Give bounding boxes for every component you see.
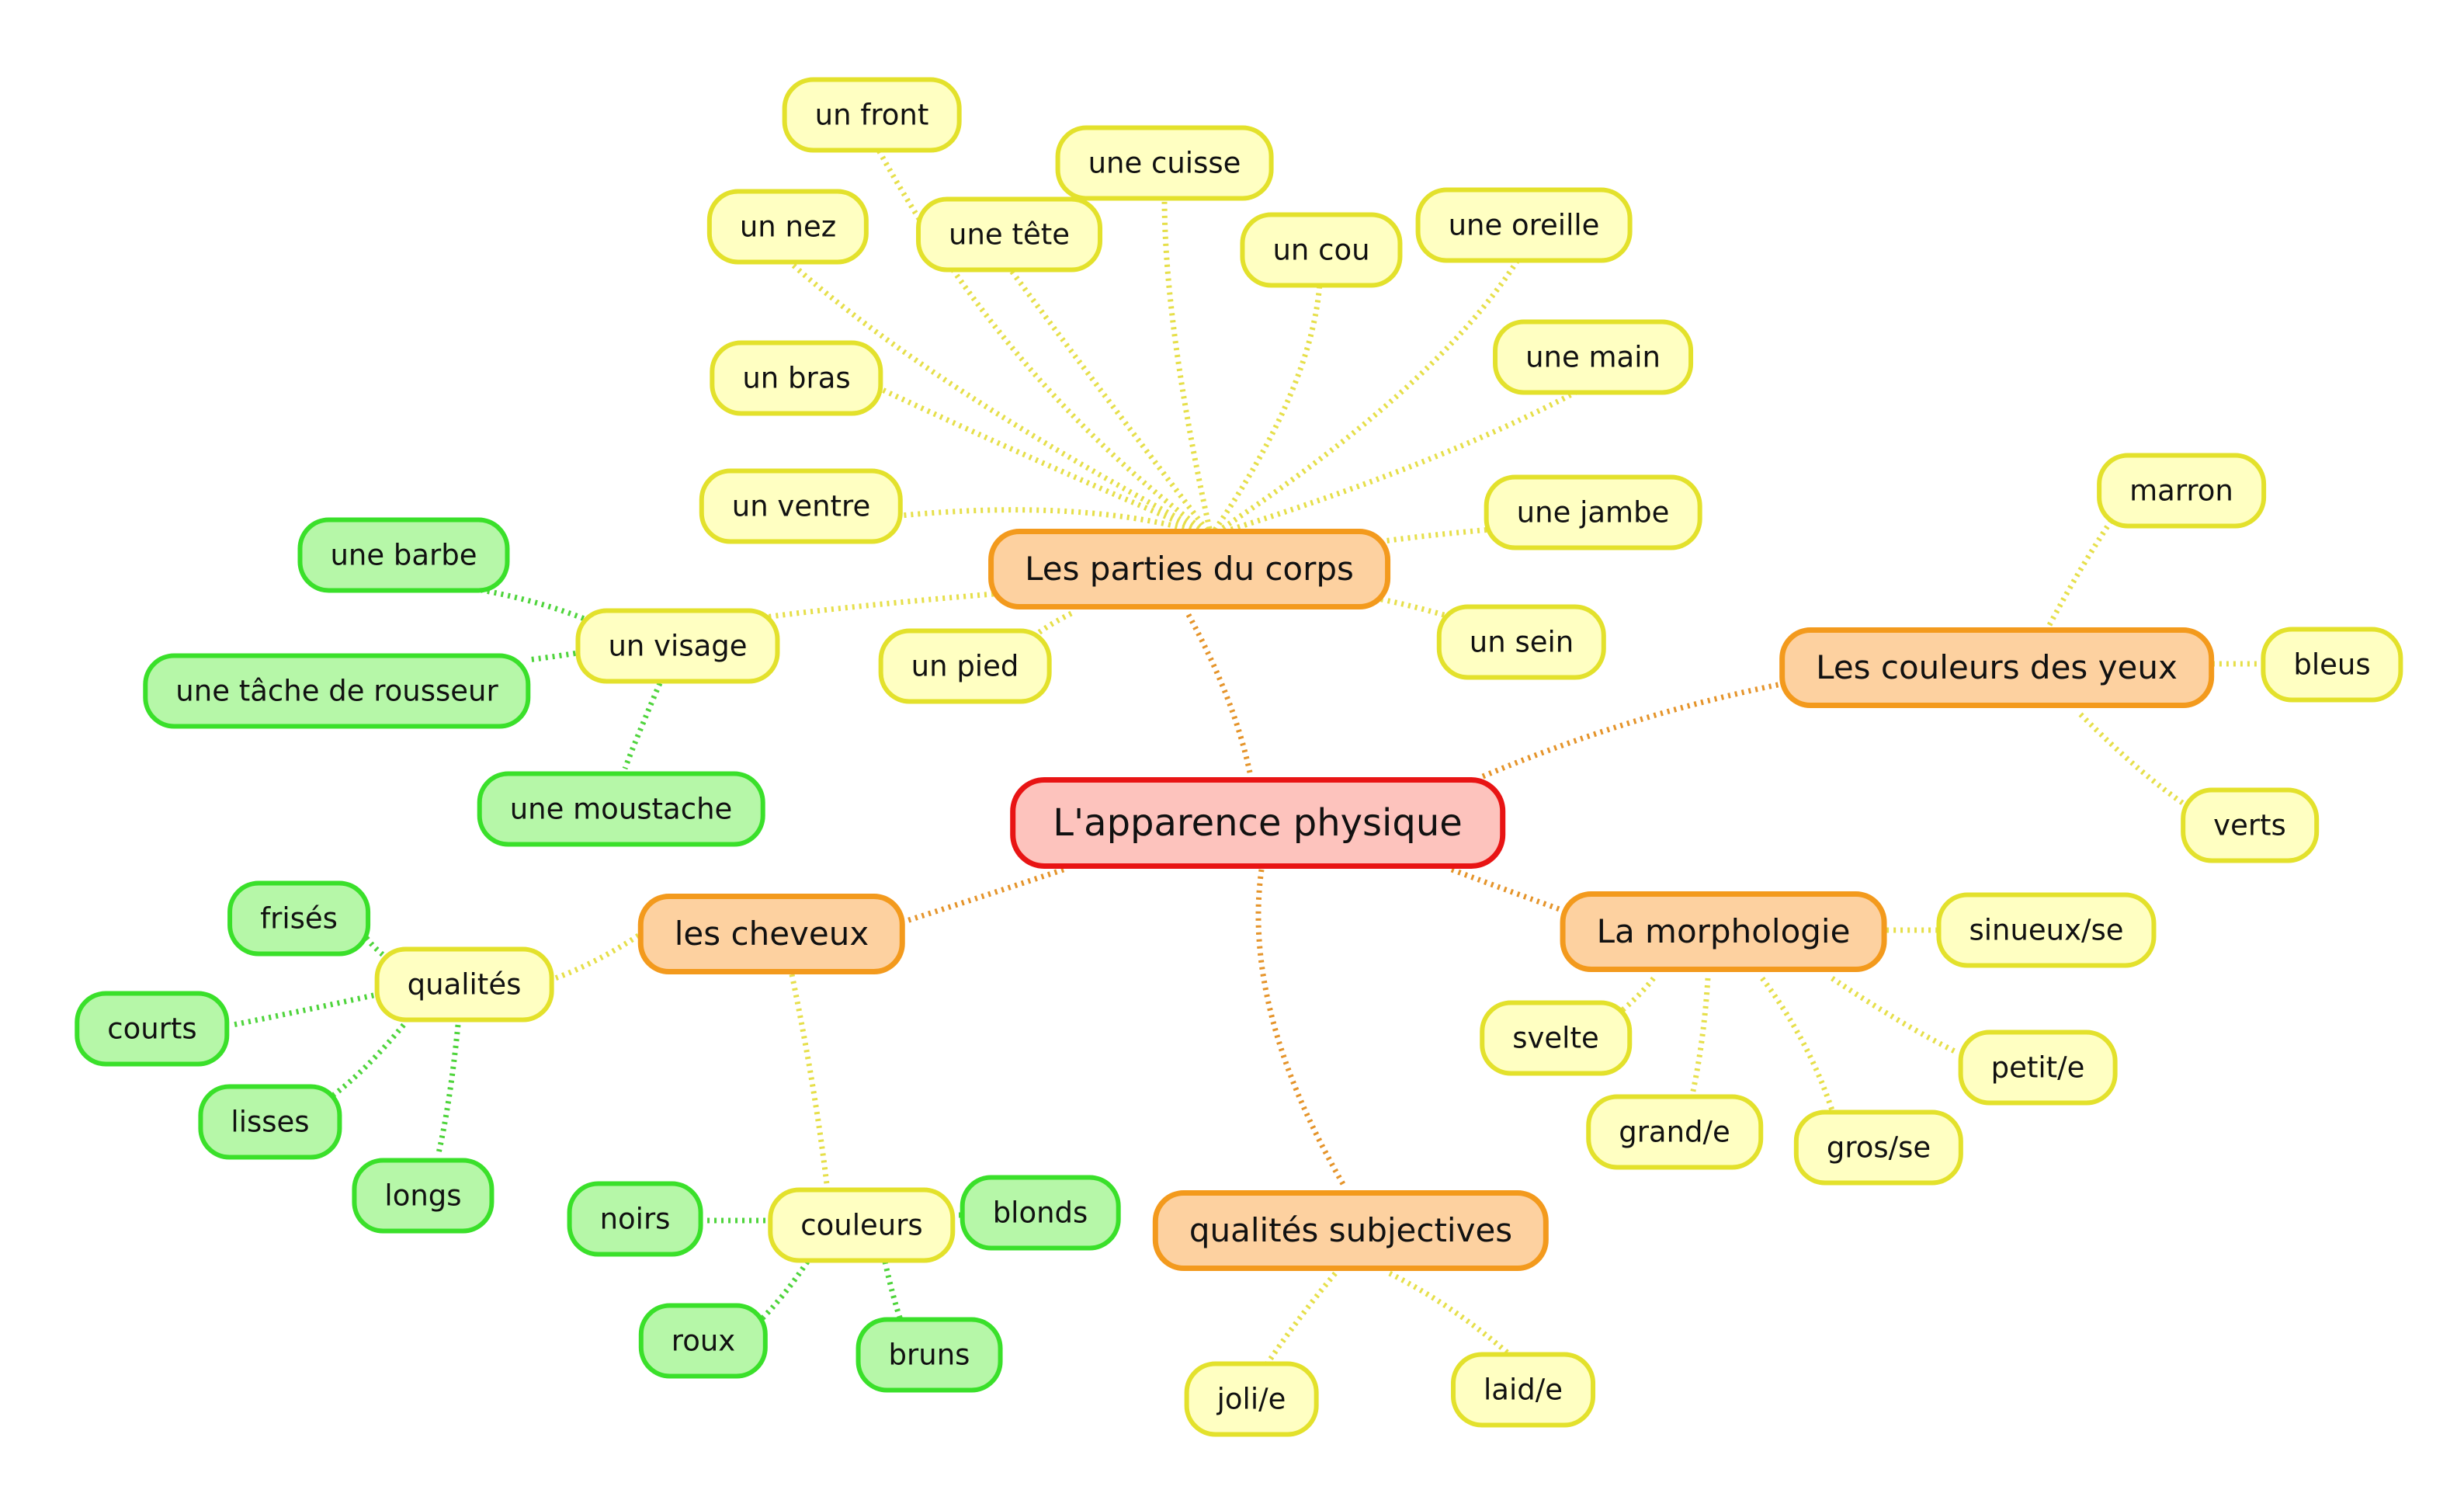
edge-corps-front	[874, 146, 1213, 538]
node-noirs[interactable]: noirs	[567, 1181, 703, 1257]
node-un-pied[interactable]: un pied	[878, 628, 1052, 704]
edge-corps-sein	[1373, 595, 1453, 620]
node-un-front[interactable]: un front	[782, 77, 962, 153]
node-un-ventre[interactable]: un ventre	[699, 468, 904, 544]
node-bruns[interactable]: bruns	[855, 1317, 1003, 1393]
edge-morpho-gros	[1760, 976, 1835, 1112]
node-longs[interactable]: longs	[352, 1158, 495, 1234]
edge-couleurs-bruns	[882, 1261, 904, 1321]
edge-center-cheveux	[895, 866, 1065, 927]
node-une-jambe[interactable]: une jambe	[1484, 474, 1702, 550]
branch-parties-du-corps[interactable]: Les parties du corps	[988, 529, 1390, 609]
branch-couleurs-des-yeux[interactable]: Les couleurs des yeux	[1779, 627, 2214, 708]
branch-morphologie[interactable]: La morphologie	[1560, 891, 1887, 972]
node-une-tache-de-rousseur[interactable]: une tâche de rousseur	[143, 653, 531, 729]
edge-corps-cuisse	[1161, 197, 1214, 536]
node-couleurs[interactable]: couleurs	[768, 1187, 956, 1263]
edge-center-corps	[1185, 612, 1253, 773]
branch-cheveux[interactable]: les cheveux	[637, 894, 906, 974]
edge-subjectives-joli	[1263, 1271, 1338, 1368]
node-un-nez[interactable]: un nez	[706, 189, 869, 265]
node-une-cuisse[interactable]: une cuisse	[1055, 125, 1274, 201]
edge-qualites-lisses	[331, 1023, 406, 1097]
edge-corps-oreille	[1209, 259, 1520, 538]
node-joli[interactable]: joli/e	[1184, 1361, 1319, 1437]
node-bleus[interactable]: bleus	[2261, 627, 2403, 703]
node-un-cou[interactable]: un cou	[1240, 212, 1403, 288]
edge-visage-tache	[527, 649, 583, 663]
node-lisses[interactable]: lisses	[198, 1084, 342, 1160]
node-un-visage[interactable]: un visage	[575, 608, 780, 684]
node-marron[interactable]: marron	[2097, 453, 2266, 529]
branch-qualites-subjectives[interactable]: qualités subjectives	[1152, 1190, 1550, 1271]
edge-couleurs-roux	[758, 1260, 810, 1322]
node-une-moustache[interactable]: une moustache	[477, 771, 765, 847]
edge-corps-ventre	[892, 507, 1213, 539]
node-roux[interactable]: roux	[638, 1303, 769, 1379]
node-une-oreille[interactable]: une oreille	[1415, 187, 1633, 263]
edge-corps-cou	[1209, 283, 1323, 537]
node-courts[interactable]: courts	[75, 991, 230, 1067]
node-petit[interactable]: petit/e	[1958, 1030, 2118, 1106]
edge-corps-main	[1209, 389, 1577, 539]
node-une-tete[interactable]: une tête	[916, 196, 1102, 273]
node-sinueux[interactable]: sinueux/se	[1936, 892, 2157, 968]
node-qualites[interactable]: qualités	[374, 946, 554, 1023]
edge-visage-barbe	[481, 587, 592, 624]
node-un-sein[interactable]: un sein	[1436, 604, 1607, 680]
edge-qualites-longs	[436, 1024, 461, 1154]
edge-visage-moustache	[622, 682, 663, 770]
center-node[interactable]: L'apparence physique	[1010, 777, 1505, 869]
edge-yeux-verts	[2078, 712, 2191, 810]
node-blonds[interactable]: blonds	[960, 1175, 1121, 1251]
edge-center-yeux	[1481, 680, 1786, 780]
edge-center-morpho	[1450, 866, 1570, 915]
node-gros[interactable]: gros/se	[1793, 1109, 1964, 1186]
edge-subjectives-laid	[1388, 1270, 1512, 1357]
node-laid[interactable]: laid/e	[1451, 1352, 1595, 1428]
edge-corps-tete	[1007, 266, 1213, 538]
edge-cheveux-couleurs	[789, 974, 830, 1185]
node-verts[interactable]: verts	[2181, 787, 2319, 863]
node-une-main[interactable]: une main	[1493, 319, 1693, 395]
node-svelte[interactable]: svelte	[1480, 1000, 1632, 1076]
edge-morpho-grand	[1689, 977, 1711, 1096]
edge-center-subjectives	[1255, 869, 1346, 1186]
node-une-barbe[interactable]: une barbe	[297, 517, 510, 593]
node-frises[interactable]: frisés	[227, 880, 370, 957]
edge-corps-visage	[764, 591, 994, 620]
node-grand[interactable]: grand/e	[1586, 1094, 1763, 1170]
edge-morpho-svelte	[1616, 976, 1656, 1016]
edge-qualites-courts	[232, 991, 381, 1028]
edge-morpho-petit	[1831, 976, 1958, 1055]
edge-cheveux-qualites	[554, 929, 646, 981]
edge-yeux-marron	[2046, 519, 2114, 627]
node-un-bras[interactable]: un bras	[710, 340, 883, 416]
